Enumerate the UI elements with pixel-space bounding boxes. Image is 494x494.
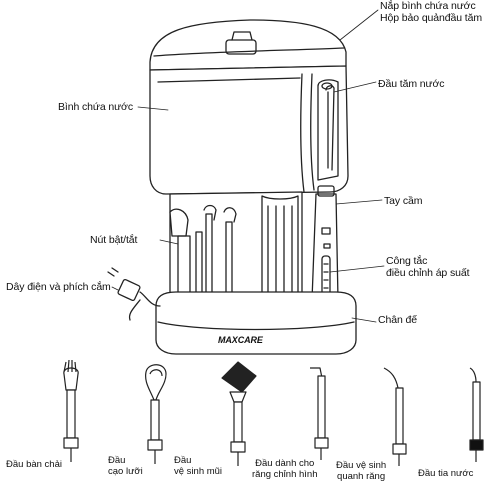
- label-lid-line1: Nắp bình chứa nước: [380, 0, 476, 12]
- handle: [311, 185, 339, 309]
- power-cord: [107, 267, 161, 321]
- label-tank: Bình chứa nước: [58, 101, 133, 113]
- ortho-tip: [310, 367, 329, 460]
- label-pressure-line2: điều chỉnh áp suất: [386, 267, 470, 279]
- nasal-tip: [221, 361, 257, 466]
- label-tip: Đầu tăm nước: [378, 78, 445, 90]
- lid: [149, 19, 347, 71]
- brush-tip: [63, 359, 79, 462]
- attachment-tips: [63, 359, 484, 466]
- base: [155, 291, 357, 355]
- perio-tip: [383, 367, 407, 466]
- tip-storage: [317, 79, 339, 181]
- water-tank: [149, 65, 349, 195]
- label-handle: Tay cầm: [384, 195, 423, 207]
- label-pressure-line1: Công tắc: [386, 255, 428, 267]
- label-lid-line2: Hộp bảo quảnđầu tăm: [380, 12, 483, 24]
- tip-label-jet: Đầu tia nước: [418, 468, 474, 479]
- tongue-tip: [145, 364, 167, 464]
- main-body: [169, 191, 303, 303]
- brand-logo: MAXCARE: [218, 335, 263, 345]
- label-cord: Dây điện và phích cắm: [6, 281, 111, 293]
- leader-lines: [111, 9, 385, 323]
- label-base: Chân đế: [378, 314, 417, 326]
- label-power-button: Nút bật/tắt: [90, 234, 138, 246]
- tip-label-brush: Đầu bàn chải: [6, 459, 62, 470]
- jet-tip: [469, 367, 484, 462]
